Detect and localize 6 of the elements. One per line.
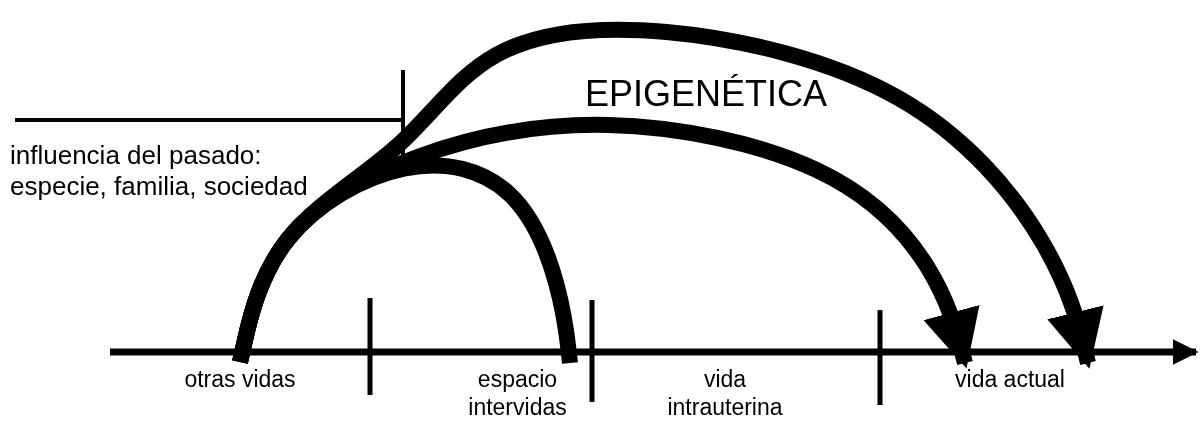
description-text: influencia del pasado: especie, familia, sociedad (10, 140, 309, 203)
period-label: otras vidas (175, 366, 305, 394)
title-label: EPIGENÉTICA (585, 72, 825, 116)
period-label: vida actual (930, 366, 1090, 394)
period-label: espacio intervidas (455, 366, 580, 422)
period-label: vida intrauterina (645, 366, 805, 422)
